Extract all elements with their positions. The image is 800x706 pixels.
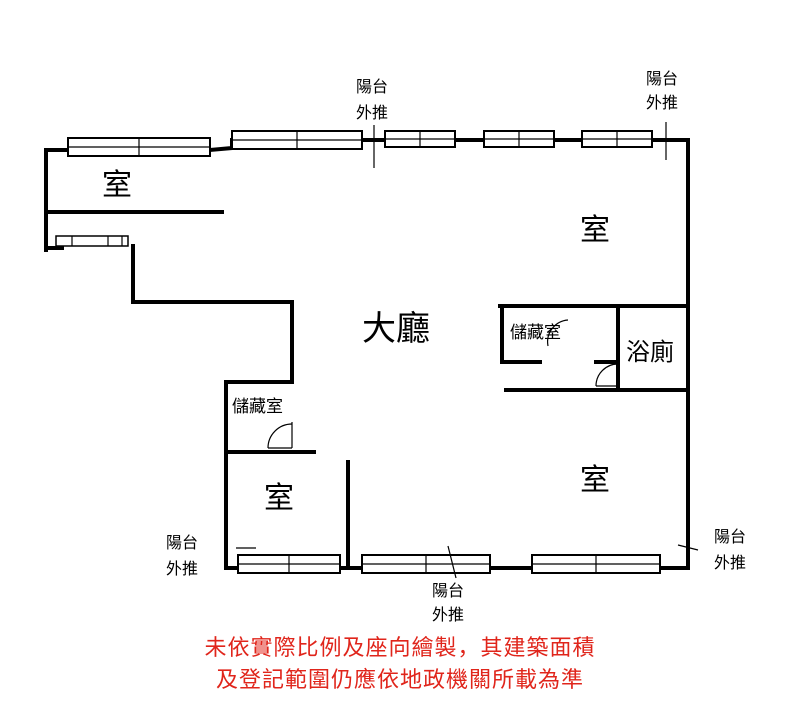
disclaimer-line-2: 及登記範圍仍應依地政機關所載為準 — [215, 668, 584, 693]
balcony-note-bottom-left: 陽台 外推 — [166, 533, 198, 578]
svg-text:外推: 外推 — [646, 93, 678, 112]
balcony-note-top-center: 陽台 外推 — [356, 77, 388, 122]
svg-text:外推: 外推 — [356, 103, 388, 122]
balcony-note-top-right: 陽台 外推 — [646, 69, 678, 112]
window-top-2 — [231, 130, 363, 150]
walls — [44, 138, 690, 570]
door-storage-left — [267, 422, 293, 449]
door-storage-center — [547, 319, 619, 387]
window-bottom-3 — [531, 554, 661, 574]
svg-text:陽台: 陽台 — [356, 77, 388, 96]
room-label-bathroom: 浴廁 — [626, 338, 674, 366]
room-label-storage-left: 儲藏室 — [232, 397, 283, 417]
balcony-note-bottom-center: 陽台 外推 — [432, 581, 464, 624]
window-top-3 — [384, 130, 456, 148]
room-label-storage-center: 儲藏室 — [510, 323, 561, 343]
room-label-bedroom-top-right: 室 — [580, 213, 610, 248]
side-window — [55, 235, 129, 247]
room-label-bedroom-bottom-right: 室 — [580, 463, 610, 498]
svg-text:陽台: 陽台 — [432, 581, 464, 600]
room-label-bedroom-top-left: 室 — [102, 168, 132, 203]
room-label-living-room: 大廳 — [362, 309, 430, 349]
window-top-1 — [67, 137, 211, 157]
svg-text:外推: 外推 — [166, 559, 198, 578]
balcony-leaders — [236, 122, 699, 579]
svg-text:外推: 外推 — [432, 605, 464, 624]
window-bottom-1 — [237, 554, 341, 574]
balcony-note-bottom-right: 陽台 外推 — [714, 527, 746, 572]
svg-text:外推: 外推 — [714, 553, 746, 572]
room-label-bedroom-bottom-left: 室 — [264, 481, 294, 516]
window-top-4 — [483, 130, 555, 148]
disclaimer-line-1: 未依實際比例及座向繪製，其建築面積 — [204, 636, 596, 661]
svg-text:陽台: 陽台 — [646, 69, 678, 88]
svg-text:陽台: 陽台 — [166, 533, 198, 552]
svg-text:陽台: 陽台 — [714, 527, 746, 546]
window-bottom-2 — [361, 554, 491, 574]
window-top-5 — [581, 130, 653, 148]
